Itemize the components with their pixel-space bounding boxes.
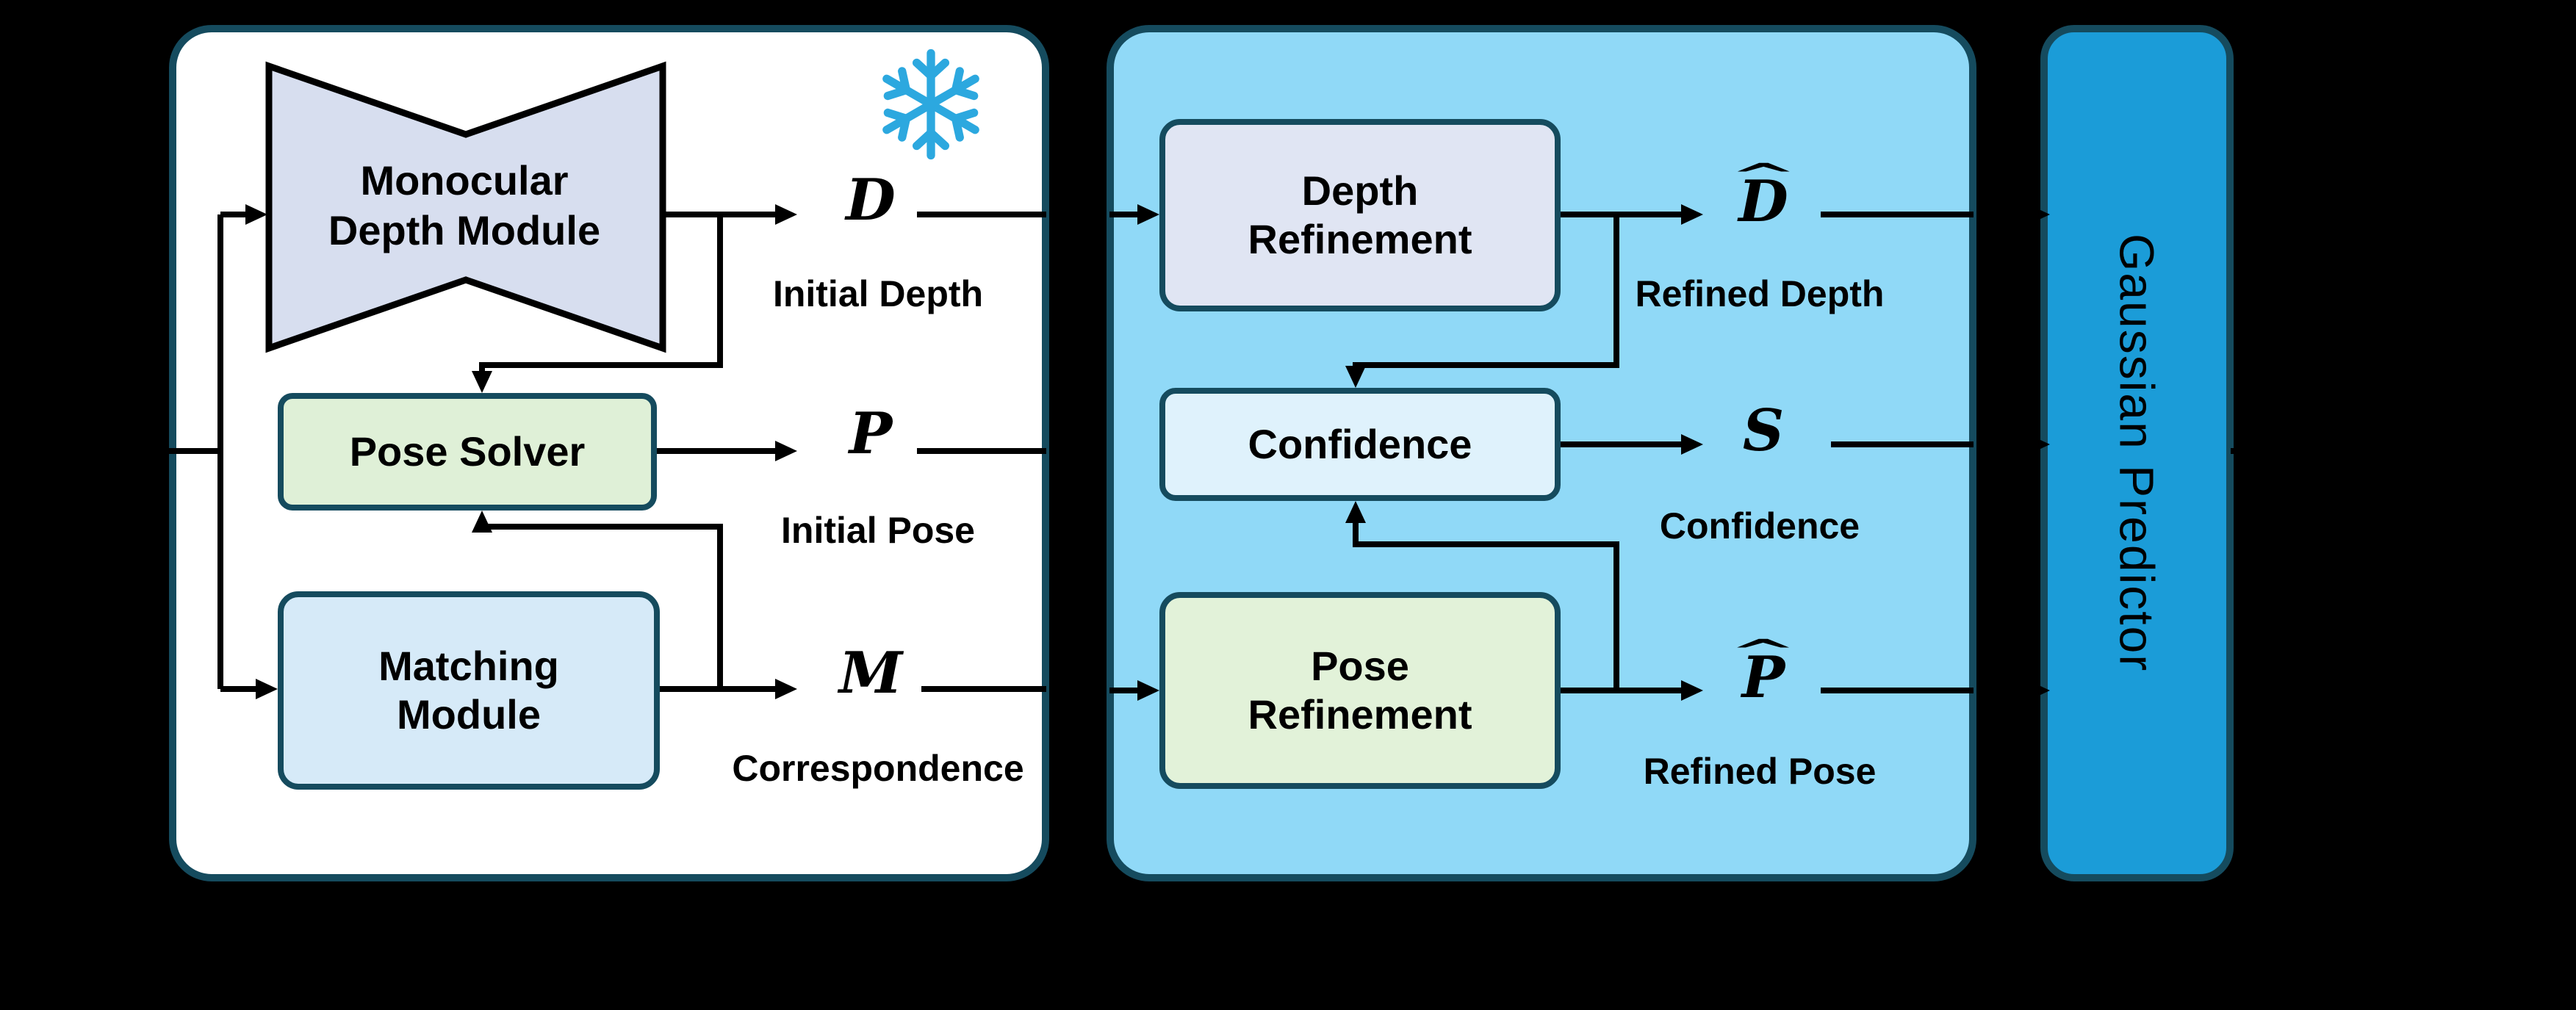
refined-pose-symbol: ^ P [1729, 636, 1797, 707]
pose-solver-box: Pose Solver [278, 393, 657, 511]
correspondence-label: Correspondence [732, 748, 1024, 789]
confidence-box: Confidence [1159, 388, 1561, 501]
correspondence-symbol: M [839, 645, 902, 702]
hat-accent: ^ [1729, 156, 1798, 194]
arrowhead [1137, 204, 1159, 225]
hat-accent: ^ [1729, 632, 1798, 670]
pose-refinement-box: Pose Refinement [1159, 592, 1561, 789]
initial-pose-label: Initial Pose [781, 510, 975, 551]
arrowhead [256, 679, 278, 699]
symbol-glyph: P [849, 400, 893, 467]
arrowhead [775, 204, 797, 225]
symbol-glyph: S [1742, 397, 1785, 464]
matching-module-box: Matching Module [278, 591, 660, 790]
initial-depth-label: Initial Depth [772, 273, 984, 314]
encoder-decoder-shape [265, 61, 666, 353]
arrowhead [1137, 680, 1159, 701]
flow-line [479, 214, 723, 371]
confidence-label: Confidence [1659, 505, 1860, 547]
arrowhead [2028, 434, 2050, 455]
symbol-glyph: D [1738, 168, 1788, 235]
refined-depth-label: Refined Depth [1635, 273, 1885, 314]
arrowhead [2028, 204, 2050, 225]
arrowhead [775, 441, 797, 461]
arrowhead [1681, 434, 1703, 455]
arrowhead [472, 511, 492, 533]
arrowhead [2028, 680, 2050, 701]
gaussian-predictor-label: Gaussian Predictor [2109, 234, 2165, 673]
arrowhead [775, 679, 797, 699]
symbol-glyph: D [846, 167, 896, 234]
confidence-symbol: S [1743, 403, 1784, 460]
arrowhead [1681, 204, 1703, 225]
symbol-glyph: M [838, 640, 903, 707]
arrowhead [1345, 501, 1366, 523]
snowflake-icon [882, 48, 979, 160]
depth-refinement-box: Depth Refinement [1159, 119, 1561, 311]
arrowhead [245, 204, 267, 225]
arrowhead [1681, 680, 1703, 701]
arrowhead [472, 371, 492, 393]
arrowhead [1345, 366, 1366, 388]
gaussian-predictor-panel: Gaussian Predictor [2040, 25, 2234, 881]
refined-depth-symbol: ^ D [1729, 160, 1797, 231]
flow-line [1353, 214, 1619, 368]
initial-pose-symbol: P [849, 405, 893, 463]
flow-line [1353, 523, 1619, 690]
monocular-depth-module-label: Monocular Depth Module [328, 157, 601, 253]
refined-pose-label: Refined Pose [1643, 751, 1877, 792]
symbol-glyph: P [1741, 644, 1785, 711]
initial-depth-symbol: D [846, 172, 896, 229]
